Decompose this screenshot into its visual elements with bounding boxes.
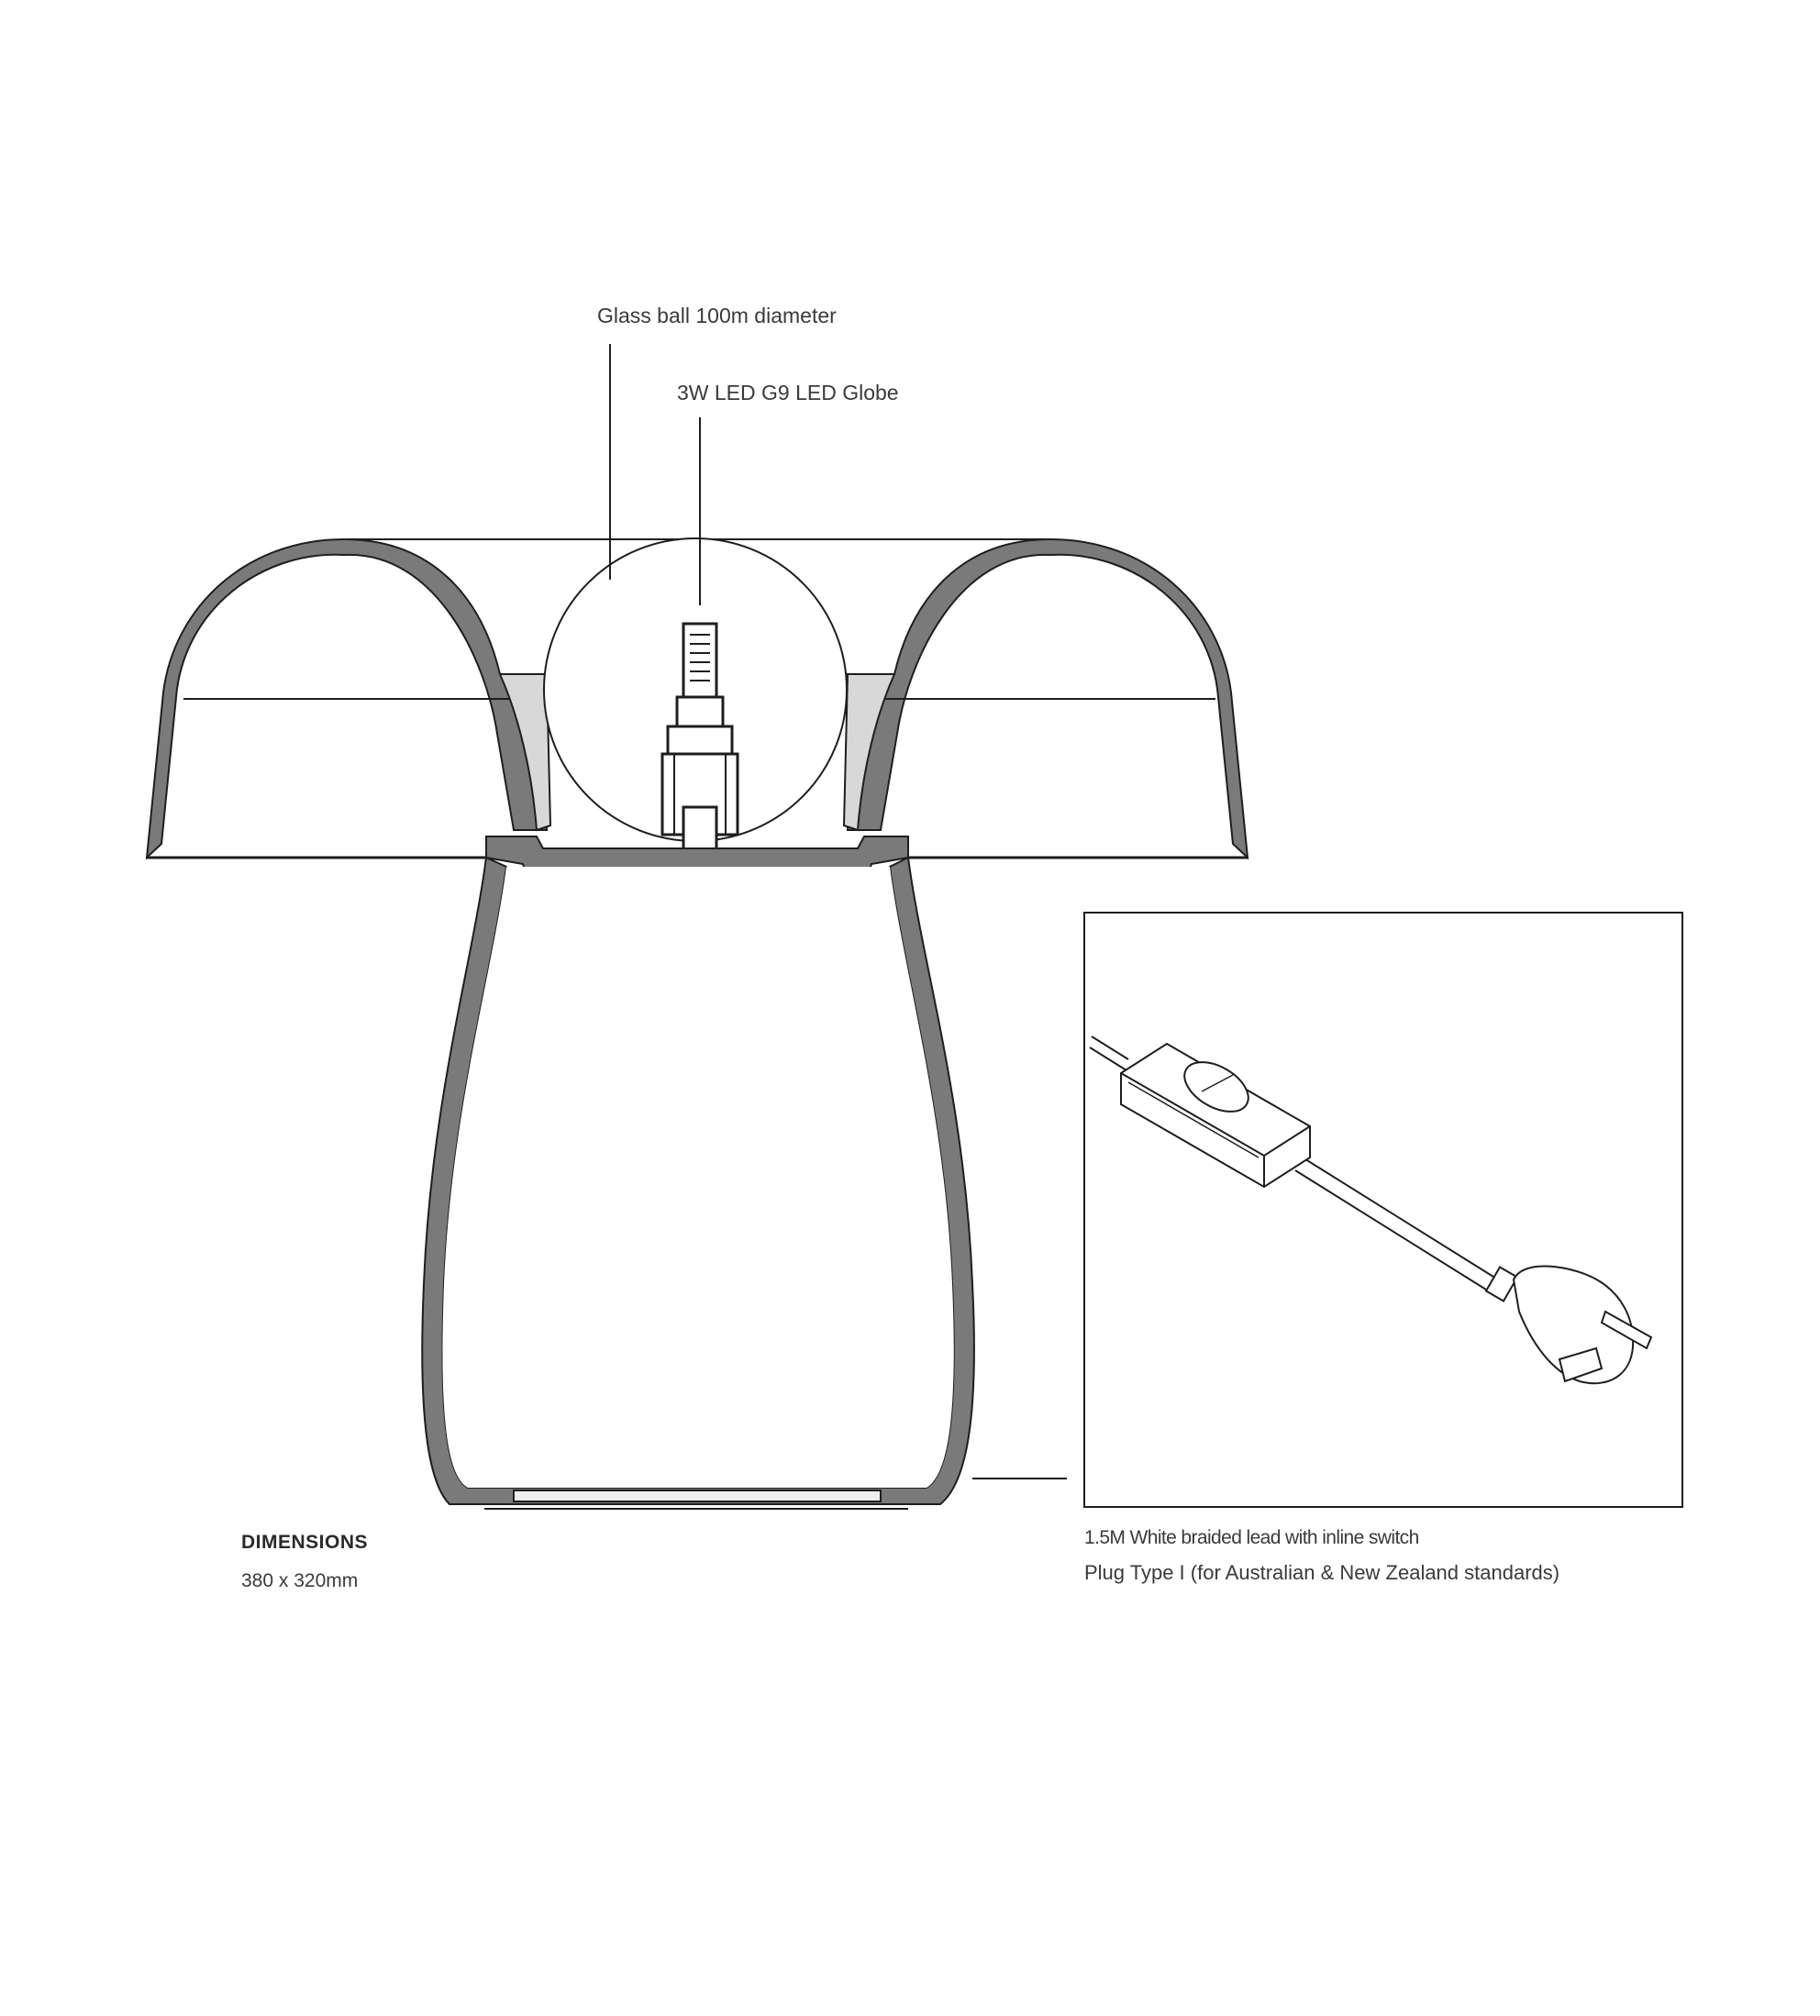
braided-cord [1089, 1036, 1494, 1290]
type-i-plug [1484, 1265, 1653, 1385]
lamp-base-body [421, 856, 975, 1510]
lead-callout: 1.5M White braided lead with inline swit… [1084, 1527, 1419, 1548]
shade-outer-shell-right [847, 537, 1249, 860]
lead-detail-inset [1083, 912, 1683, 1508]
dimensions-value: 380 x 320mm [241, 1570, 359, 1591]
lamp-shade [145, 537, 1249, 860]
shade-neck-right [842, 673, 896, 832]
inset-frame [1083, 912, 1683, 1508]
led-globe-callout: 3W LED G9 LED Globe [677, 381, 899, 404]
inline-switch [1120, 1042, 1311, 1189]
shade-outer-shell [145, 537, 548, 860]
glass-ball-callout: Glass ball 100m diameter [597, 304, 837, 327]
dimensions-heading: DIMENSIONS [241, 1532, 369, 1553]
plug-callout: Plug Type I (for Australian & New Zealan… [1084, 1561, 1560, 1584]
leader-lines [609, 344, 1067, 1479]
shade-neck-left [498, 673, 552, 832]
